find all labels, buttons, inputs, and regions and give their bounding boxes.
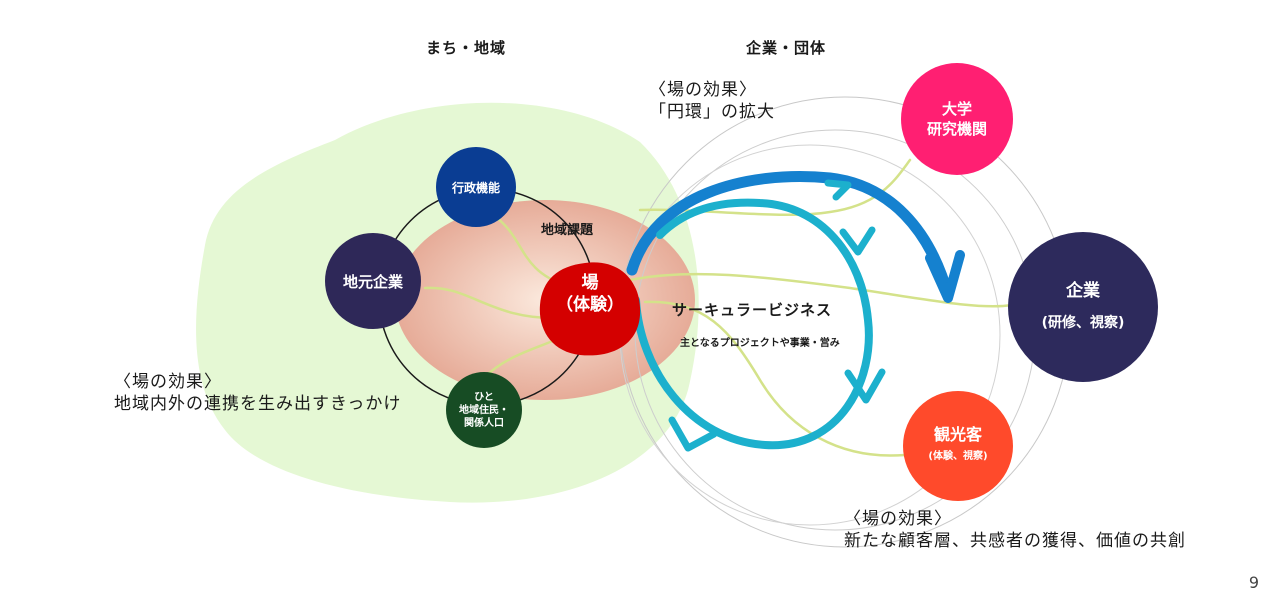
node-kanko-line2: (体験、視察) [928,451,988,462]
arrow-inner [632,198,873,450]
note-bottom-line1: 〈場の効果〉 [844,509,952,529]
note-top-line1: 〈場の効果〉 [649,80,757,100]
node-daigaku-line2: 研究機関 [926,120,987,138]
node-hito-line1: ひと [474,391,494,403]
note-top-line2: 「円環」の拡大 [649,102,775,122]
note-bottom-line2: 新たな顧客層、共感者の獲得、価値の共創 [844,531,1186,551]
circular-business-subtitle: 主となるプロジェクトや事業・営み [680,338,840,349]
center-blob [539,262,641,356]
node-hito-line3: 関係人口 [464,417,504,429]
node-daigaku: 大学 研究機関 [901,63,1013,175]
local-issue-label: 地域課題 [541,223,594,238]
header-corporate: 企業・団体 [746,39,827,57]
node-hito-line2: 地域住民・ [459,404,509,416]
note-left: 〈場の効果〉 地域内外の連携を生み出すきっかけ [114,371,401,415]
arrow-inner-head3 [824,179,852,201]
arrow-inner-head2 [668,416,718,452]
node-kigyo-line1: 企業 [1066,281,1100,301]
page-number: 9 [1248,573,1259,592]
circular-business-title: サーキュラービジネス [672,301,833,319]
node-gyosei-label: 行政機能 [451,180,500,195]
center-label-line1: 場 [581,273,599,293]
arrow-inner-head4 [839,226,876,256]
note-top: 〈場の効果〉 「円環」の拡大 [649,79,775,123]
arrow-outer [626,171,954,301]
arrow-inner-head1 [844,368,886,404]
node-hito: ひと 地域住民・ 関係人口 [446,372,522,448]
node-jimoto: 地元企業 [325,233,421,329]
note-left-line2: 地域内外の連携を生み出すきっかけ [114,394,402,414]
node-kanko-line1: 観光客 [933,425,982,444]
note-bottom: 〈場の効果〉 新たな顧客層、共感者の獲得、価値の共創 [844,508,1186,552]
circular-arrows [626,171,965,452]
arrow-outer-head [925,250,965,303]
center-label: 場 （体験） [540,272,640,316]
node-gyosei: 行政機能 [436,147,516,227]
header-town: まち・地域 [426,39,507,57]
center-label-line2: （体験） [556,295,624,315]
node-kanko: 観光客 (体験、視察) [903,391,1013,501]
node-kigyo: 企業 (研修、視察) [1008,232,1158,382]
node-daigaku-line1: 大学 [941,100,972,118]
note-left-line1: 〈場の効果〉 [114,372,222,392]
node-kigyo-line2: (研修、視察) [1041,315,1125,331]
node-jimoto-label: 地元企業 [342,272,403,291]
